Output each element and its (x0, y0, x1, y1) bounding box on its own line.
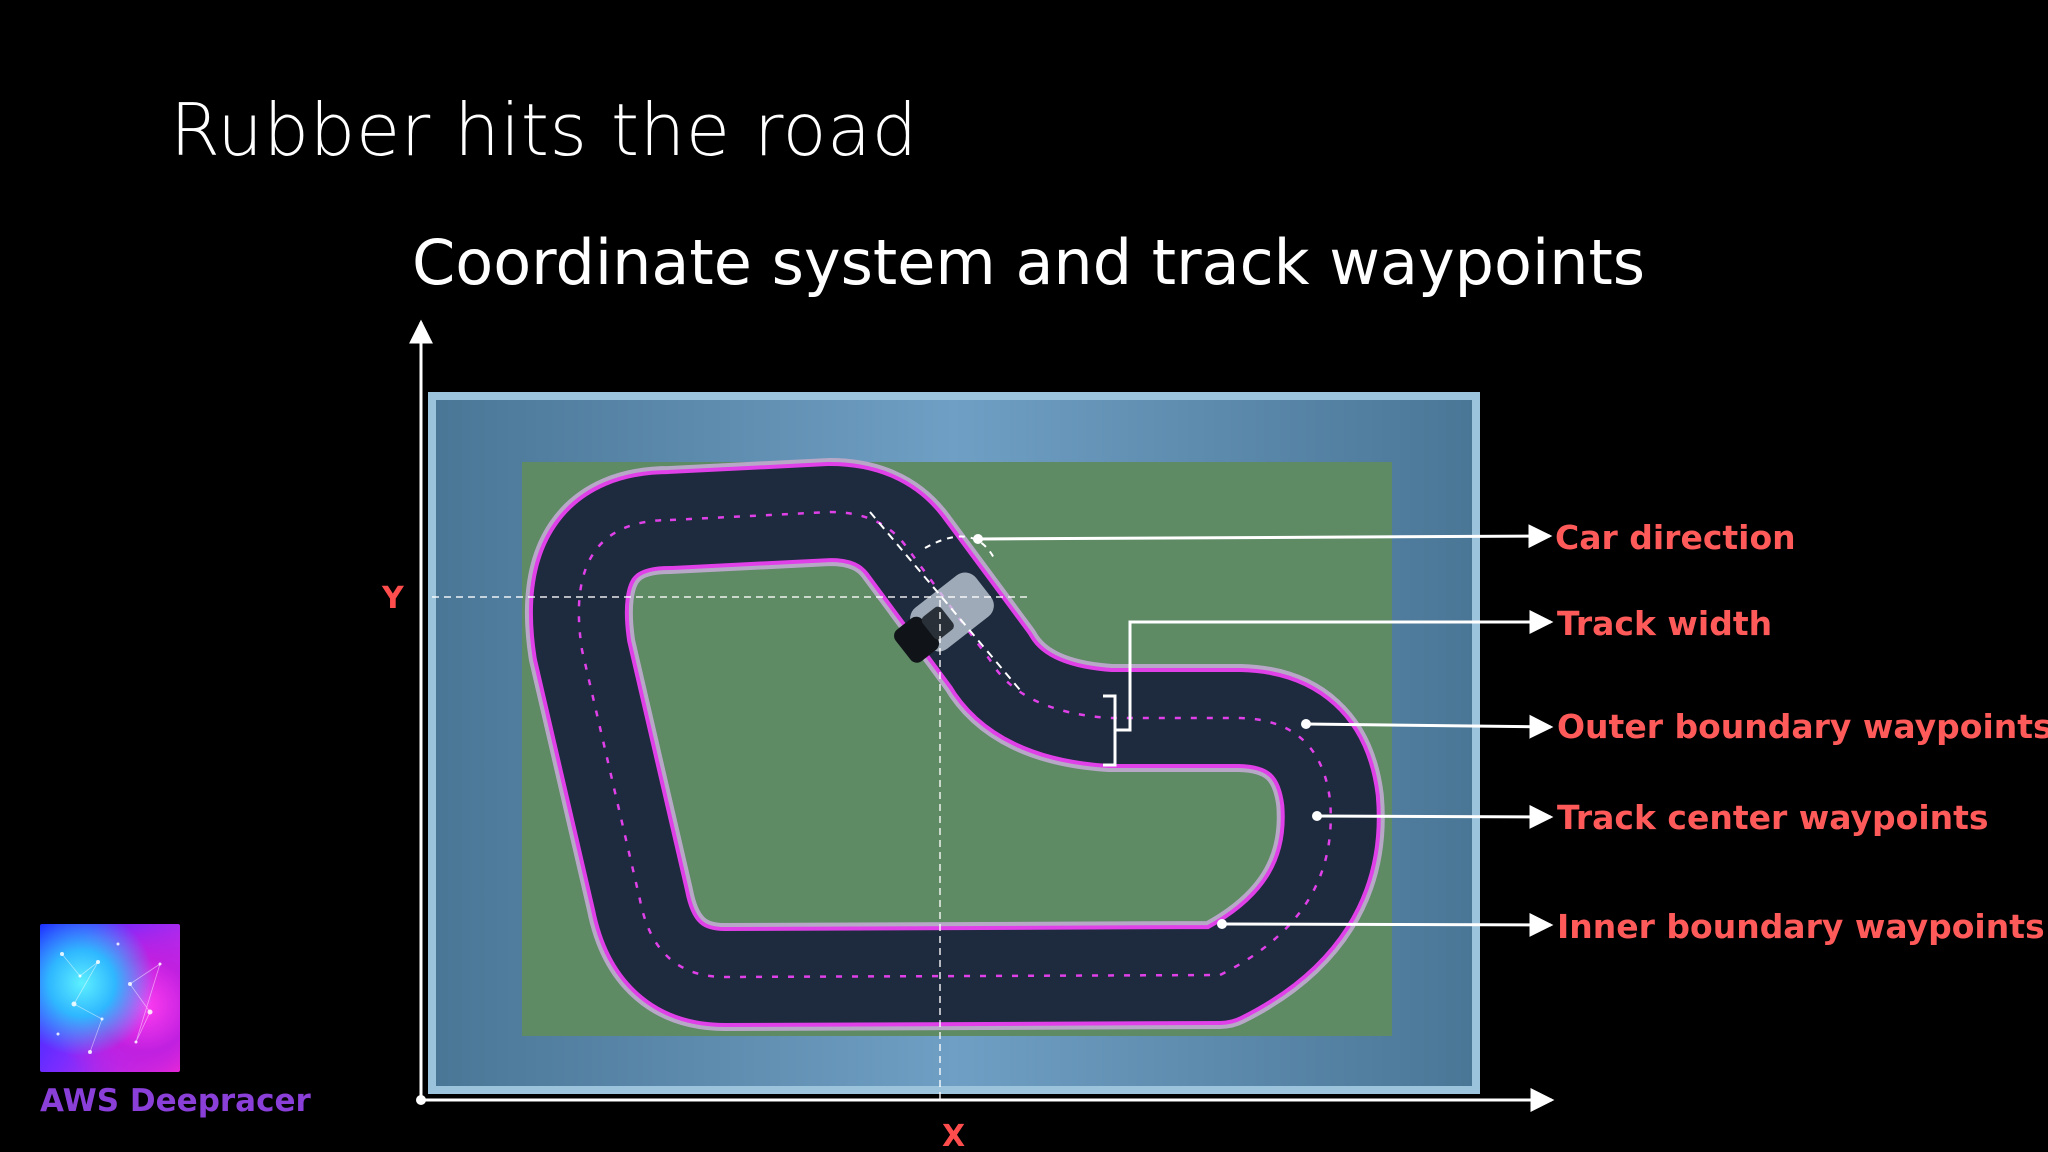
y-axis-label: Y (381, 581, 405, 616)
callout-car-direction: Car direction (1555, 518, 1796, 557)
axis-origin (416, 1095, 426, 1105)
callout-inner-boundary: Inner boundary waypoints (1557, 907, 2045, 946)
callout-dots (973, 534, 1322, 929)
brand-name: AWS Deepracer (40, 1083, 311, 1119)
race-track (524, 458, 1385, 1031)
car-direction-line (869, 511, 1021, 691)
aws-deepracer-logo (40, 924, 180, 1072)
slide-title: Rubber hits the road (170, 88, 918, 172)
center-waypoint-line (577, 510, 1332, 979)
diagram-subtitle: Coordinate system and track waypoints (412, 226, 1646, 299)
car-heading-arc (924, 535, 996, 561)
callout-lines (977, 524, 1554, 937)
callout-track-center: Track center waypoints (1557, 798, 1989, 837)
race-car (894, 572, 994, 663)
callout-outer-boundary: Outer boundary waypoints (1557, 707, 2048, 746)
callout-track-width: Track width (1557, 604, 1772, 643)
x-axis-label: X (942, 1119, 965, 1152)
